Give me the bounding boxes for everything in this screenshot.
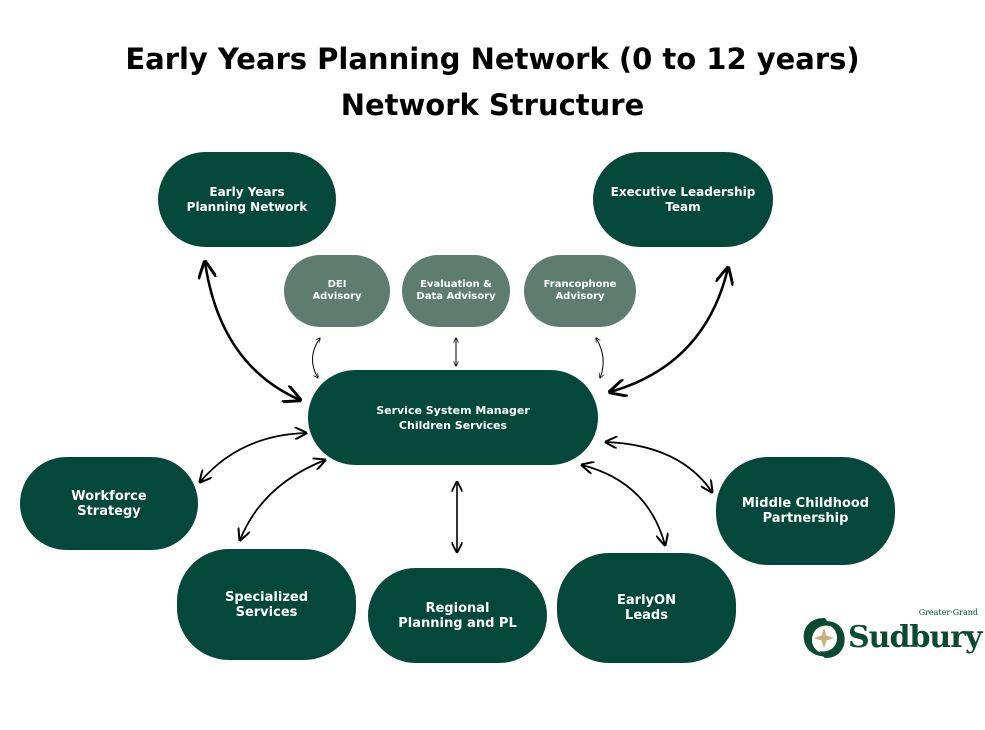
node-label: EarlyON bbox=[617, 593, 676, 608]
node-label: Specialized bbox=[224, 589, 309, 605]
node-label: Children Services bbox=[398, 418, 508, 432]
node-label: Planning and PL bbox=[398, 615, 517, 631]
node-label: DEI bbox=[327, 279, 347, 290]
diagram-subtitle: Network Structure bbox=[340, 88, 645, 122]
node-label: Data Advisory bbox=[416, 291, 496, 302]
arrow-dei-ssm bbox=[312, 338, 320, 378]
diagram-title: Early Years Planning Network (0 to 12 ye… bbox=[125, 42, 860, 76]
node-label: Planning Network bbox=[186, 199, 308, 214]
node-label: Workforce bbox=[71, 488, 147, 504]
node-label: Francophone bbox=[543, 279, 617, 290]
node-label: Evaluation & bbox=[420, 279, 492, 290]
arrow-ssm-specialized bbox=[240, 460, 325, 540]
arrow-ssm-earlyon bbox=[582, 465, 665, 545]
node-label: Advisory bbox=[312, 291, 362, 302]
node-label: Leads bbox=[625, 608, 668, 623]
node-label: Regional bbox=[425, 600, 490, 616]
node-label: Executive Leadership bbox=[610, 184, 756, 199]
sudbury-logo: Greater·Grand Sudbury bbox=[800, 606, 982, 666]
node-label: Partnership bbox=[762, 511, 849, 526]
node-label: Advisory bbox=[555, 291, 605, 302]
arrow-ssm-workforce bbox=[200, 433, 306, 482]
arrow-ssm-middle bbox=[606, 442, 712, 492]
node-label: Service System Manager bbox=[376, 403, 530, 417]
node-label: Middle Childhood bbox=[741, 496, 870, 511]
node-label: Early Years bbox=[209, 184, 285, 199]
node-evaluation-data-advisory: Evaluation &Data Advisory bbox=[402, 255, 510, 327]
arrow-eypn-ssm bbox=[205, 262, 300, 400]
swirl-star-icon bbox=[803, 618, 845, 658]
arrow-franco-ssm bbox=[596, 338, 603, 378]
logo-greater-grand: Greater·Grand bbox=[918, 608, 978, 617]
node-label: Team bbox=[665, 199, 701, 214]
node-label: Services bbox=[235, 604, 298, 620]
node-label: Strategy bbox=[77, 503, 141, 519]
arrow-exec-ssm bbox=[610, 268, 728, 392]
logo-wordmark: Sudbury bbox=[848, 620, 982, 655]
